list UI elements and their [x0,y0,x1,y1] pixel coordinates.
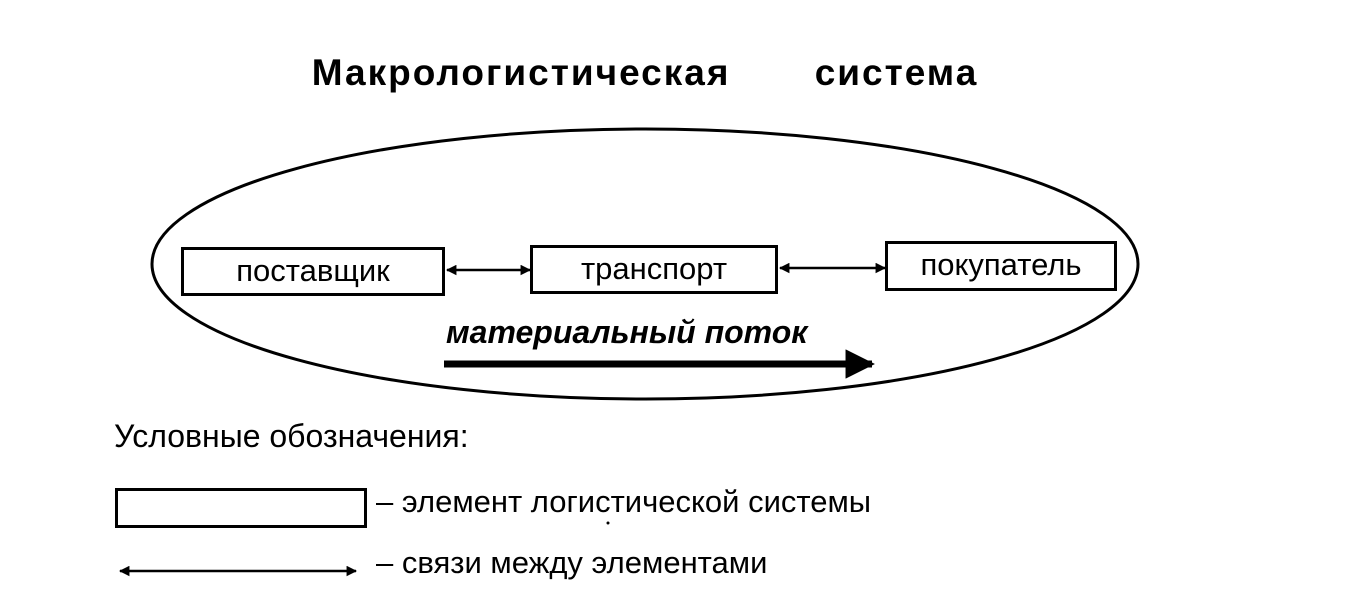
element-label-transport: транспорт [580,251,728,286]
legend-link-text: – связи между элементами [376,545,768,580]
element-label-supplier: поставщик [236,253,390,288]
stray-dot [606,521,610,525]
legend-element-box [115,488,367,528]
element-box-buyer: покупатель [885,241,1117,291]
legend-title: Условные обозначения: [114,418,469,454]
diagram-title: Макрологистическая система [311,52,979,93]
material-flow-label: материальный поток [446,314,808,350]
element-label-buyer: покупатель [920,247,1082,282]
element-box-supplier: поставщик [181,247,445,296]
system-boundary-ellipse [150,127,1140,401]
legend-element-text: – элемент логистической системы [376,484,872,519]
element-box-transport: транспорт [530,245,778,294]
